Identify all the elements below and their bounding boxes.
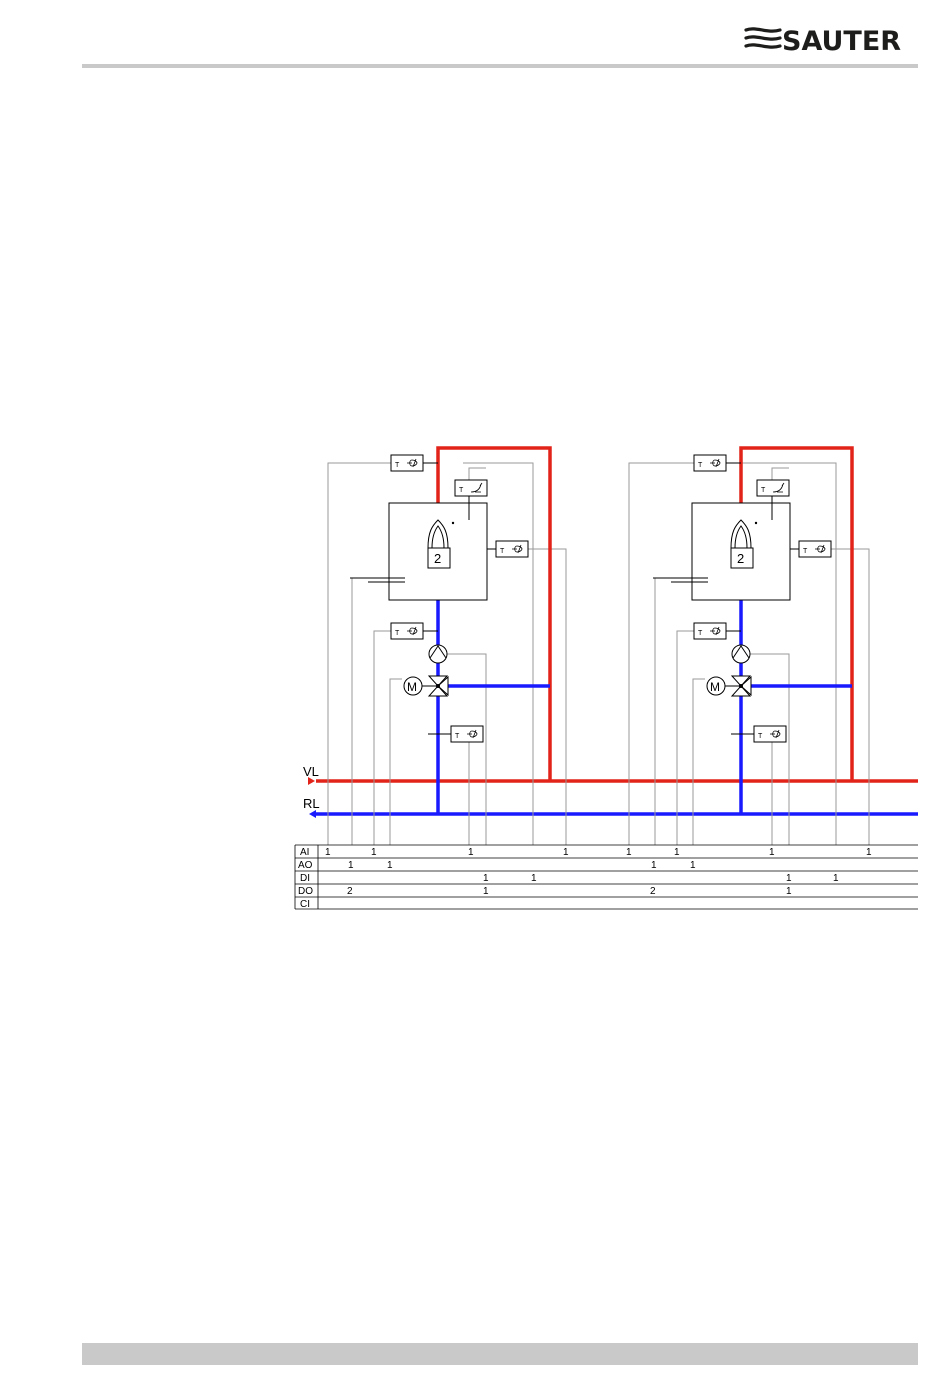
io-cell: 1 <box>674 847 680 858</box>
mixing-valve-icon <box>422 676 448 696</box>
footer-bar <box>82 1343 918 1365</box>
return-label: RL <box>303 796 320 811</box>
return-temp-sensor-2 <box>694 623 726 639</box>
io-cell: 1 <box>786 886 792 897</box>
boiler-temp-sensor-1 <box>496 541 528 557</box>
pump-icon <box>429 645 447 663</box>
io-cell: 2 <box>347 886 353 897</box>
flow-temp-sensor-1 <box>391 455 423 471</box>
io-cell: 1 <box>387 860 393 871</box>
io-cell: 1 <box>531 873 537 884</box>
boiler-temp-sensor-2 <box>799 541 831 557</box>
io-cell: 1 <box>483 886 489 897</box>
supply-label: VL <box>303 764 319 779</box>
io-cell: 2 <box>650 886 656 897</box>
io-cell: 1 <box>833 873 839 884</box>
return-arrow-icon <box>309 810 316 818</box>
pump-icon <box>732 645 750 663</box>
io-cell: 1 <box>483 873 489 884</box>
io-cell: 1 <box>468 847 474 858</box>
io-cell: 1 <box>690 860 696 871</box>
valve-motor-label-1: M <box>407 680 417 694</box>
io-cell: 1 <box>563 847 569 858</box>
io-cell: 1 <box>626 847 632 858</box>
io-row-label-ao: AO <box>298 860 313 871</box>
io-row-label-ai: AI <box>300 847 309 858</box>
mixed-temp-sensor-1 <box>451 726 483 742</box>
return-temp-sensor-1 <box>391 623 423 639</box>
io-cell: 1 <box>348 860 354 871</box>
boiler-unit-2: 2 M <box>629 448 869 845</box>
io-row-label-do: DO <box>298 886 313 897</box>
safety-limiter-2 <box>757 480 789 496</box>
burner-stage-1: 2 <box>434 551 441 566</box>
io-cell: 1 <box>769 847 775 858</box>
io-row-label-ci: CI <box>300 899 310 910</box>
io-cell: 1 <box>325 847 331 858</box>
io-cell: 1 <box>786 873 792 884</box>
burner-stage-2: 2 <box>737 551 744 566</box>
mixed-temp-sensor-2 <box>754 726 786 742</box>
io-cell: 1 <box>371 847 377 858</box>
io-cell: 1 <box>866 847 872 858</box>
boiler-unit-1: 2 M <box>328 448 566 845</box>
flow-temp-sensor-2 <box>694 455 726 471</box>
io-cell: 1 <box>651 860 657 871</box>
io-row-label-di: DI <box>300 873 310 884</box>
io-table: AI AO DI DO CI 1 1 1 1 1 1 1 1 1 1 1 1 1… <box>295 845 918 910</box>
valve-motor-label-2: M <box>710 680 720 694</box>
mixing-valve-icon <box>725 676 751 696</box>
safety-limiter-1 <box>455 480 487 496</box>
